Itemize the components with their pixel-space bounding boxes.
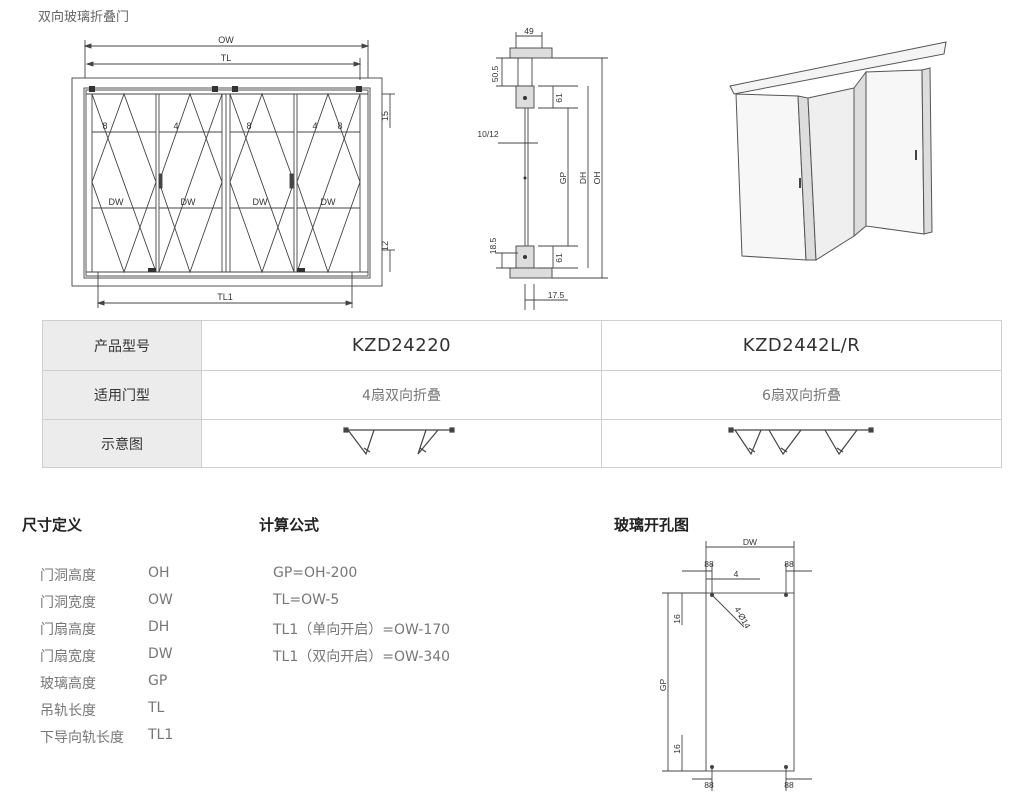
formula-tl1-single: TL1（单向开启）=OW-170 (273, 622, 451, 638)
dim-gap-8-b: 8 (246, 121, 251, 131)
dim-dh: DH (578, 172, 588, 184)
dim-16-top: 16 (672, 614, 682, 624)
dim-gp: GP (658, 679, 668, 692)
front-elevation-drawing: OW TL TL1 DW DW DW DW 8 4 8 4 8 15 12 (71, 35, 395, 308)
dim-88-bottom-left: 88 (704, 780, 714, 790)
formula-tl1-double: TL1（双向开启）=OW-340 (273, 649, 451, 665)
glass-hole-title: 玻璃开孔图 (614, 516, 690, 534)
definition-label: 门洞高度 (40, 568, 96, 584)
dim-dw: DW (743, 537, 757, 547)
table-row: 示意图 (42, 419, 1002, 468)
definition-label: 门洞宽度 (40, 595, 96, 611)
dim-4: 4 (734, 569, 739, 579)
definition-label: 门扇高度 (40, 622, 96, 638)
dim-61-top: 61 (554, 93, 564, 103)
definition-label: 门扇宽度 (40, 649, 96, 665)
dim-gp: GP (558, 172, 568, 185)
table-row: 适用门型 4扇双向折叠 6扇双向折叠 (42, 370, 1002, 420)
dim-dw-2: DW (181, 197, 196, 207)
dim-12: 12 (380, 241, 390, 251)
definitions-title: 尺寸定义 (22, 516, 83, 534)
formulas-title: 计算公式 (259, 516, 320, 534)
dim-gap-4-a: 4 (173, 121, 178, 131)
definition-label: 玻璃高度 (40, 676, 96, 692)
definition-value: DH (148, 619, 170, 635)
table-row: 产品型号 KZD24220 KZD2442L/R (42, 320, 1002, 371)
definition-value: GP (148, 673, 168, 689)
dim-oh: OH (592, 172, 602, 185)
dim-gap-4-b: 4 (312, 121, 317, 131)
definition-value: OH (148, 565, 170, 581)
definition-value: TL1 (148, 727, 174, 743)
dim-18-5: 18.5 (488, 237, 498, 254)
dim-88-top-right: 88 (784, 559, 794, 569)
dim-17-5: 17.5 (548, 290, 565, 300)
dim-gap-8-c: 8 (337, 121, 342, 131)
table-head-model: 产品型号 (42, 320, 202, 371)
dim-88-bottom-right: 88 (784, 780, 794, 790)
formula-gp: GP=OH-200 (273, 565, 358, 581)
type-4-panel: 4扇双向折叠 (201, 370, 602, 420)
dim-49: 49 (524, 28, 534, 36)
table-head-diagram: 示意图 (42, 419, 202, 468)
door-perspective-image (729, 41, 947, 261)
definition-label: 吊轨长度 (40, 703, 96, 719)
dim-15: 15 (380, 111, 390, 121)
spec-table: 产品型号 KZD24220 KZD2442L/R 适用门型 4扇双向折叠 6扇双… (42, 320, 1002, 468)
dim-61-bottom: 61 (554, 253, 564, 263)
dim-88-top-left: 88 (704, 559, 714, 569)
model-kzd2442: KZD2442L/R (601, 320, 1002, 371)
dim-gap-8-a: 8 (102, 121, 107, 131)
hole-spec: 4-Ø14 (732, 605, 753, 631)
glass-hole-drawing: DW 88 88 4 4-Ø14 16 GP 16 88 88 (658, 537, 812, 791)
definition-value: TL (148, 700, 165, 716)
page-title: 双向玻璃折叠门 (38, 10, 130, 25)
formula-tl: TL=OW-5 (273, 592, 340, 608)
dim-tl1: TL1 (217, 292, 233, 302)
dim-10-12: 10/12 (478, 129, 499, 139)
definition-value: OW (148, 592, 173, 608)
side-section-drawing: 49 50.5 61 10/12 GP DH OH 18.5 61 17.5 (478, 28, 608, 310)
dim-dw-4: DW (321, 197, 336, 207)
table-head-type: 适用门型 (42, 370, 202, 420)
diagram-6-panel (601, 419, 1002, 468)
definition-label: 下导向轨长度 (40, 730, 124, 746)
dim-dw-3: DW (253, 197, 268, 207)
dim-ow: OW (218, 35, 234, 45)
dim-50-5: 50.5 (490, 65, 500, 82)
dim-16-bottom: 16 (672, 744, 682, 754)
dim-dw-1: DW (109, 197, 124, 207)
dim-tl: TL (221, 53, 232, 63)
definition-value: DW (148, 646, 173, 662)
diagram-4-panel (201, 419, 602, 468)
model-kzd24220: KZD24220 (201, 320, 602, 371)
type-6-panel: 6扇双向折叠 (601, 370, 1002, 420)
